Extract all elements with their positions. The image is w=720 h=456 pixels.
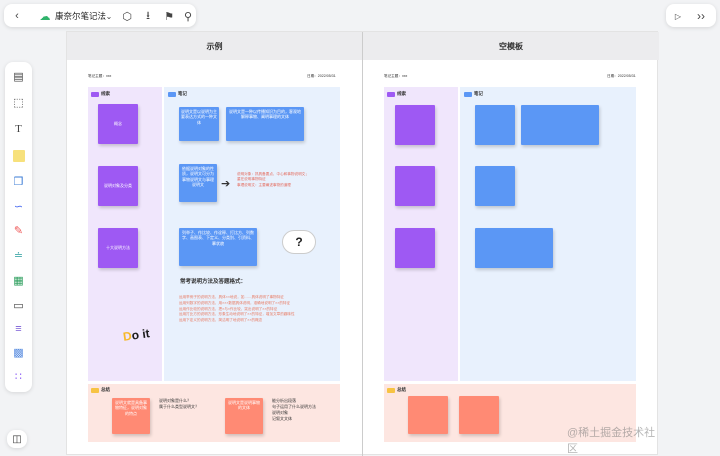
chevron-down-icon[interactable]: ⌄ — [105, 11, 113, 21]
left-author-label: 笔记主题：xxx — [88, 74, 112, 78]
top-right-toolbar: ▷ ›› — [666, 4, 716, 27]
template-icon[interactable]: ▭ — [13, 300, 24, 312]
pen-icon[interactable]: ✎ — [13, 225, 24, 237]
right-author-label: 笔记主题：xxx — [384, 74, 408, 78]
search-icon[interactable]: ⚲ — [183, 10, 193, 23]
blank-note-sticky[interactable] — [475, 166, 515, 206]
method-item: 运用打比方的说明方法，形象生动地说明了××的特征，增加文章的趣味性 — [179, 312, 295, 317]
right-date-label: 日期：2022/05/31 — [607, 74, 636, 78]
left-note-label: 笔记 — [168, 91, 187, 97]
summary-answer: 能分析出段落 句子运用了什么说明方法 说明对象 记叙文文体 — [272, 398, 316, 421]
right-summary-label: 总结 — [387, 387, 406, 393]
toggle-panel-icon[interactable]: ›› — [697, 9, 705, 23]
clue-sticky[interactable]: 说明对象及分类 — [98, 166, 138, 206]
shape-icon[interactable]: ❒ — [13, 176, 24, 188]
blank-clue-sticky[interactable] — [395, 228, 435, 268]
blank-clue-sticky[interactable] — [395, 105, 435, 145]
right-panel-header: 空模板 — [363, 32, 659, 60]
method-item: 运用下定义的说明方法，简洁明了地说明了××的概念 — [179, 318, 263, 322]
top-toolbar: ‹ ☁ 康奈尔笔记法 ⌄ ⬡ ⭳ ⚑ ⚲ — [4, 4, 196, 27]
note-sticky[interactable]: 依据说明对象的性质，说明文可分为事物说明文与事理说明文 — [179, 164, 217, 202]
text-icon[interactable]: T — [15, 122, 22, 135]
blank-summary-sticky[interactable] — [459, 396, 499, 434]
right-note-label: 笔记 — [464, 91, 483, 97]
blank-note-sticky[interactable] — [475, 105, 515, 145]
summary-sticky[interactable]: 说明文就是具备事物特征，说明对象的特点 — [112, 398, 150, 434]
back-icon[interactable]: ‹ — [15, 10, 19, 22]
method-item: 运用举例子的说明方法，具体××地说，如……具体说明了事物特征 — [179, 295, 284, 299]
method-item: 运用作比较的说明方法，把×与×作比较，突出说明了××的特征 — [179, 306, 278, 311]
mindmap-icon[interactable]: ≐ — [13, 250, 24, 262]
question-cloud-icon: ? — [282, 230, 316, 254]
settings-icon[interactable]: ⬡ — [122, 10, 132, 23]
blank-note-sticky[interactable] — [521, 105, 599, 145]
left-date-label: 日期：2022/05/31 — [307, 74, 336, 78]
right-clue-label: 线索 — [387, 91, 406, 97]
blank-note-sticky[interactable] — [475, 228, 553, 268]
clue-sticky[interactable]: 十大说明方法 — [98, 228, 138, 268]
sticky-icon[interactable] — [10, 147, 27, 164]
summary-sticky[interactable]: 说明文是说明事物的文体 — [225, 398, 263, 434]
right-panel-title: 空模板 — [499, 41, 523, 51]
page-icon[interactable]: ▤ — [13, 71, 24, 83]
note-sticky[interactable]: 说明文是一种以传播知识为目的，客观地解释事物、阐明事理的文体 — [226, 107, 304, 141]
panel-divider — [362, 32, 363, 456]
cloud-sync-icon[interactable]: ☁ — [39, 10, 51, 23]
blank-summary-sticky[interactable] — [408, 396, 448, 434]
note-sticky[interactable]: 说明文是以说明为主要表达方式的一种文体 — [179, 107, 219, 141]
minimap-button[interactable]: ◫ — [7, 430, 27, 448]
left-clue-label: 线索 — [91, 91, 110, 97]
download-icon[interactable]: ⭳ — [146, 9, 150, 22]
more-icon[interactable]: ∷ — [15, 371, 22, 383]
grid-icon[interactable]: ▩ — [13, 347, 24, 359]
tag-icon[interactable]: ⚑ — [164, 10, 174, 23]
arrow-right-icon: ➔ — [221, 178, 231, 190]
left-summary-label: 总结 — [91, 387, 110, 393]
left-panel-header: 示例 — [67, 32, 362, 60]
frame-icon[interactable]: ⬚ — [13, 97, 24, 109]
list-icon[interactable]: ≡ — [15, 322, 22, 335]
document-title[interactable]: 康奈尔笔记法 — [55, 11, 107, 21]
methods-list: 运用举例子的说明方法，具体××地说，如……具体说明了事物特征 运用列数字的说明方… — [179, 295, 329, 324]
method-item: 运用列数字的说明方法，用×××数据具体说明，准确地说明了××的特征 — [179, 300, 291, 305]
left-panel-title: 示例 — [206, 41, 223, 51]
table-icon[interactable]: ▦ — [13, 275, 24, 287]
blank-clue-sticky[interactable] — [395, 166, 435, 206]
connector-icon[interactable]: ∽ — [13, 201, 24, 213]
play-icon[interactable]: ▷ — [674, 11, 682, 21]
clue-sticky[interactable]: 概念 — [98, 104, 138, 144]
methods-title: 常考说明方法及答题格式： — [180, 279, 247, 285]
watermark: @稀土掘金技术社区 — [567, 427, 656, 455]
board-canvas[interactable]: 示例 空模板 笔记主题：xxx 日期：2022/05/31 线索 笔记 总结 概… — [66, 31, 659, 456]
summary-question: 说明对象是什么？ 属于什么类型说明文？ — [159, 398, 199, 409]
note-detail: 说明对象：抓具备要点、中心和事物说明文；重在说明事物特征 事理说明文：主要阐述事… — [237, 172, 309, 187]
note-sticky[interactable]: 列举子、作比较、作诠释、打比方、列数字、画图表、下定义、分类别、引资料、摹状貌 — [179, 228, 257, 266]
left-toolbar: ▤ ⬚ T ❒ ∽ ✎ ≐ ▦ ▭ ≡ ▩ ∷ — [5, 62, 32, 392]
